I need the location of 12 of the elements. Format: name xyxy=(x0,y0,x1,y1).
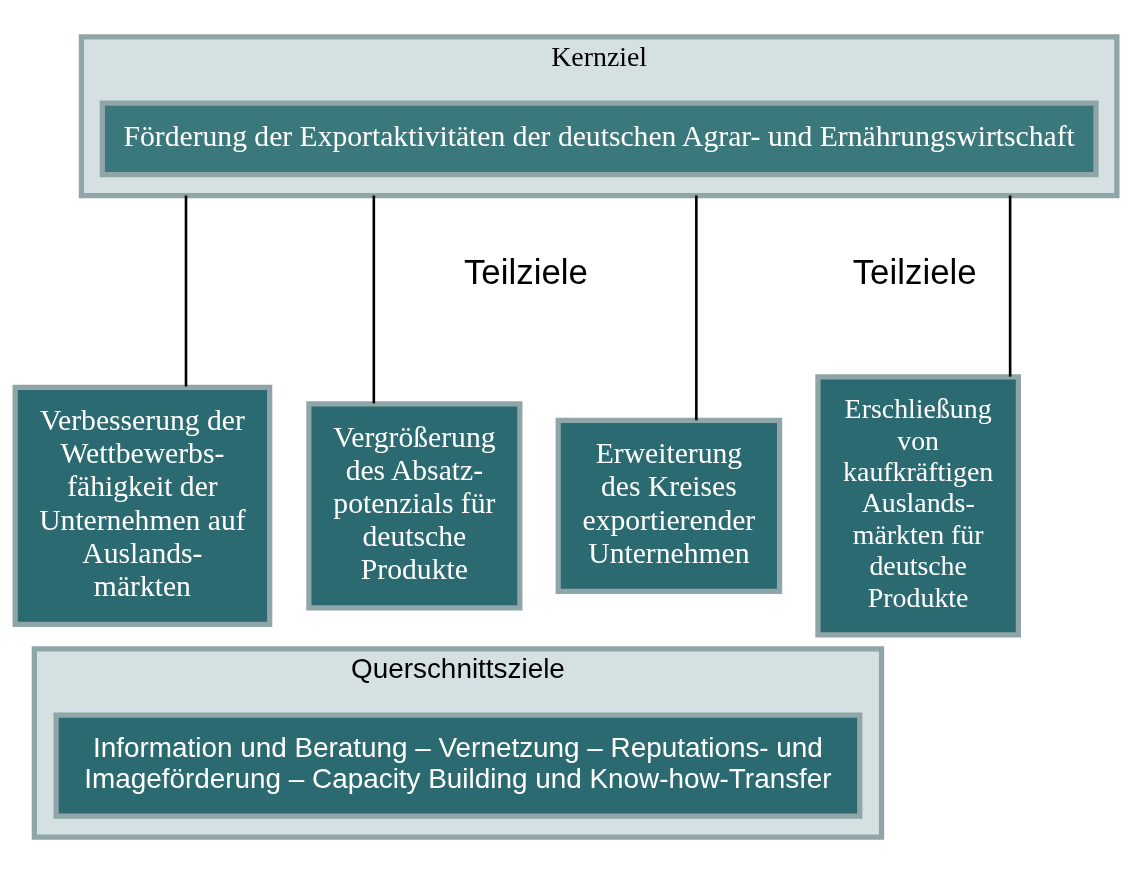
connector xyxy=(1008,195,1012,377)
node-box: Förderung der Exportaktivitäten der deutschen Agrar- und Ernährungswirtschaft xyxy=(99,100,1099,178)
node-box: Verbesserung der Wettbewerbs- fähigkeit der Unternehmen auf Auslands- märkten xyxy=(12,384,273,627)
label: Teilziele xyxy=(852,252,977,292)
label: Teilziele xyxy=(463,252,588,292)
connector xyxy=(372,195,376,404)
connector xyxy=(695,195,698,421)
node-box: Information und Beratung – Vernetzung – Reputations- und Imageförderung – Capacity Building und Know-how-Transfer xyxy=(53,712,863,819)
node-box: Vergrößerung des Absatz- potenzials für deutsche Produkte xyxy=(306,401,523,611)
node-box: Erschließung von kaufkräftigen Auslands- märkten für deutsche Produkte xyxy=(815,374,1022,638)
connector xyxy=(184,195,188,387)
node-box: Erweiterung des Kreises exportierender Unternehmen xyxy=(555,417,783,594)
